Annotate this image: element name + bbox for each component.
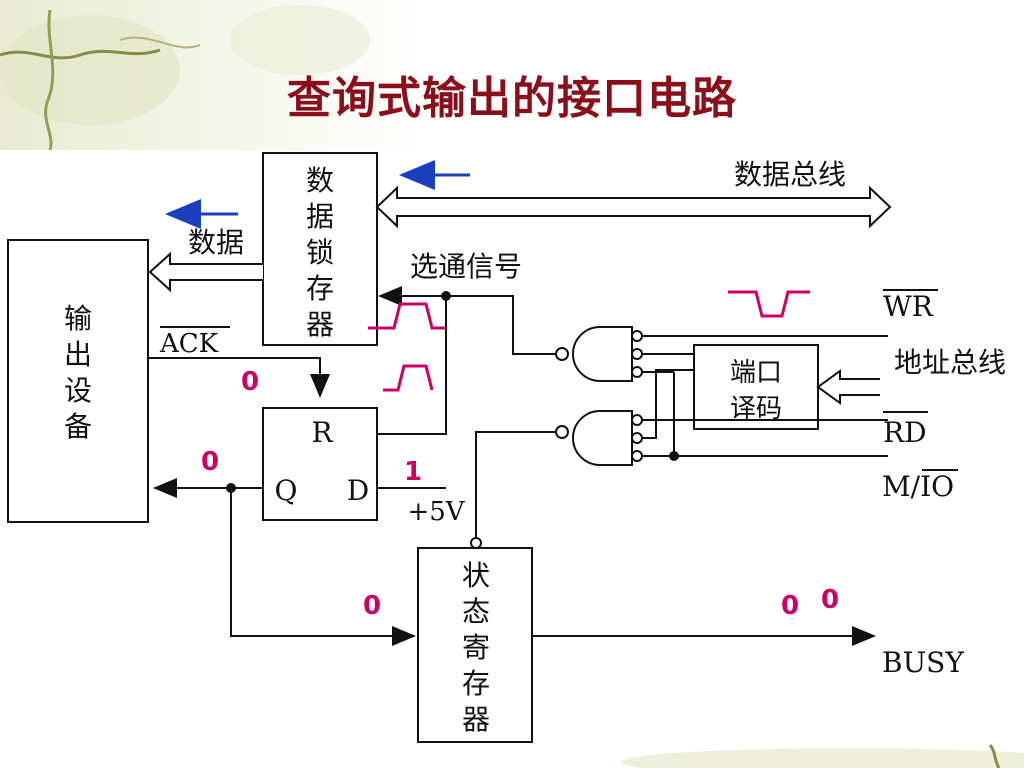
data-label: 数据 [188,226,244,259]
flipflop-r-label: R [311,416,333,449]
nand-gate-lower [572,410,633,466]
nand-gate-upper [572,326,633,382]
q-to-status-wire [230,488,416,646]
busy-value-b: 0 [821,585,839,615]
gate1-in2-bubble [631,348,643,360]
flipflop-block [262,407,378,521]
r-input-value: 0 [241,367,259,397]
wr-label: WR [883,290,934,323]
flipflop-q-label: Q [275,474,298,507]
gate1-in3-bubble [631,366,643,378]
data-bus-label: 数据总线 [734,158,846,191]
output-device-char-2: 出 [64,338,92,371]
data-latch-char-5: 器 [306,308,334,341]
busy-value-a: 0 [781,591,799,621]
address-bus-label: 地址总线 [894,346,1006,379]
status-register-char-5: 器 [462,703,490,736]
rd-label: RD [883,416,927,449]
flipflop-d-label: D [347,474,369,507]
ack-label: ACK [159,329,219,359]
gate1-in1-bubble [631,330,643,342]
port-decoder-line-1: 端口 [730,358,782,388]
strobe-to-flipflop-wire [377,296,447,435]
output-device-char-4: 备 [64,410,92,443]
data-latch-char-3: 锁 [306,236,334,269]
data-latch-label: 数 据 锁 存 器 [306,164,334,341]
output-device-char-1: 输 [64,302,92,335]
plus5v-label: +5V [407,497,465,527]
mio-label-m: M/ [882,470,921,503]
gate1-output-bubble [555,347,569,361]
gate2-output-bubble [555,425,569,439]
slide-title: 查询式输出的接口电路 [287,73,737,124]
gate2-to-status-wire [475,431,556,538]
wr-pulse [728,290,810,318]
output-device-label: 输 出 设 备 [64,302,92,443]
status-register-label: 状 态 寄 存 器 [462,559,490,736]
output-device-block [7,239,149,523]
status-enable-bubble [470,537,482,549]
data-latch-block [262,152,378,346]
strobe-pulse-flipflop [383,364,434,392]
data-output-arrow [148,251,263,293]
output-device-char-3: 设 [64,374,92,407]
status-register-char-4: 存 [462,667,490,700]
strobe-pulse-latch [368,302,446,330]
gate2-in1-bubble [631,414,643,426]
ack-wire [148,357,330,398]
gate1-output-wire [446,295,556,355]
data-bus-arrow [375,185,892,229]
q-output-value: 0 [201,447,219,477]
decorative-vine [0,0,420,150]
status-register-char-1: 状 [462,559,490,592]
port-decoder-block [693,344,819,430]
mio-label-io: IO [920,470,954,503]
status-register-char-2: 态 [462,595,490,628]
data-latch-char-2: 据 [306,200,334,233]
status-register-char-3: 寄 [462,631,490,664]
d-input-value: 1 [404,457,422,487]
gate2-in3-bubble [631,450,643,462]
address-bus-arrow [816,369,880,405]
status-input-value: 0 [363,591,381,621]
busy-label: BUSY [882,646,964,679]
data-latch-char-1: 数 [306,164,334,197]
status-register-block [417,547,533,743]
decoder-to-gate2-wire [642,369,694,439]
gate2-in2-bubble [631,432,643,444]
mio-label: M/IO [882,470,954,503]
strobe-label: 选通信号 [410,250,522,283]
data-latch-char-4: 存 [306,272,334,305]
